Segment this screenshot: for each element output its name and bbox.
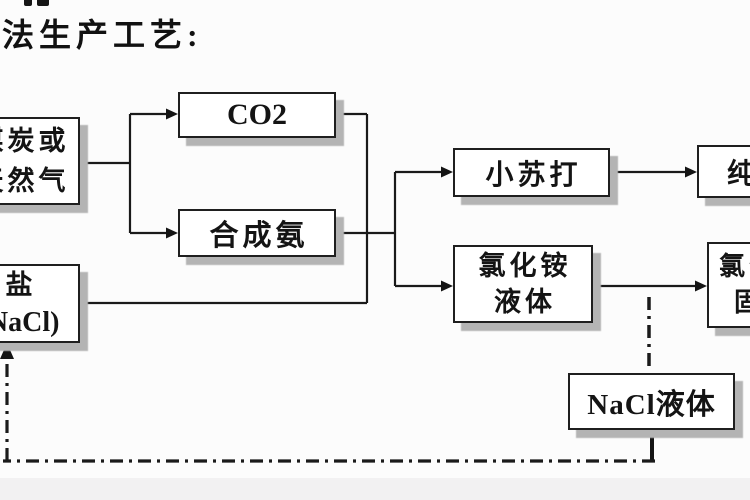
node-soda-ash: 纯碱 — [697, 145, 750, 198]
arrowhead-salt-recycle — [0, 343, 14, 359]
node-co2: CO2 — [178, 92, 336, 138]
node-nacl-liquid-label: NaCl液体 — [587, 388, 716, 421]
node-fuel: 煤炭或 天然气 — [0, 117, 80, 205]
node-fuel-label: 煤炭或 — [0, 126, 70, 156]
arrowhead-nh4cl-solid — [695, 280, 707, 292]
arrowhead-co2 — [166, 108, 178, 120]
arrowhead-ammonia — [166, 227, 178, 239]
cutoff-text-fragment — [24, 0, 32, 6]
node-co2-label: CO2 — [227, 98, 287, 131]
node-ammonia: 合成氨 — [178, 209, 336, 257]
arrowhead-baking-soda — [441, 166, 453, 178]
arrowhead-nh4cl-liquid — [441, 280, 453, 292]
node-baking-soda-label: 小苏打 — [485, 159, 582, 191]
node-ammonium-chloride-solid: 氯化铵 固体 — [707, 242, 750, 328]
arrowhead-soda-ash — [685, 166, 697, 178]
node-baking-soda: 小苏打 — [453, 148, 610, 197]
bottom-edge-band — [0, 478, 750, 500]
node-salt-label: 盐 — [5, 269, 37, 300]
node-ammonia-label: 合成氨 — [209, 220, 309, 252]
node-nh4cl-solid-label: 氯化铵 — [718, 252, 750, 281]
node-nh4cl-liquid-label: 氯化铵 — [478, 251, 572, 281]
cutoff-text-fragment — [37, 0, 49, 6]
page-title: 法生产工艺: — [2, 17, 203, 53]
node-ammonium-chloride-liquid: 氯化铵 液体 — [453, 245, 593, 323]
node-nacl-liquid: NaCl液体 — [568, 373, 735, 430]
node-soda-ash-label: 纯碱 — [726, 158, 750, 190]
node-salt: 盐 (NaCl) — [0, 264, 80, 343]
